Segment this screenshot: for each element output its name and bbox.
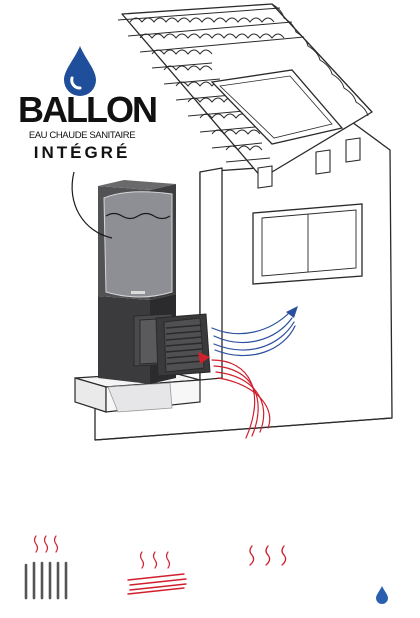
water-drop-icon [64, 46, 96, 96]
window [252, 203, 363, 285]
brand-tagline: INTÉGRÉ [33, 143, 131, 162]
solar-panel [210, 69, 344, 145]
water-level [105, 212, 171, 220]
wall-base [94, 417, 393, 441]
solar-panel-inner [219, 75, 333, 139]
warm-air-icon [249, 545, 287, 566]
cold-air-arrow [286, 306, 298, 318]
brand-title: BALLON [18, 89, 158, 130]
warm-air-marker [198, 352, 210, 364]
small-water-drop-icon [376, 586, 388, 604]
roof-edge [271, 3, 369, 117]
radiator-icon [24, 535, 68, 600]
unit-badge [131, 291, 145, 294]
rafters [257, 137, 361, 189]
brand-subtitle: EAU CHAUDE SANITAIRE [28, 130, 136, 141]
callout-line [71, 171, 113, 239]
outdoor-fan-unit [133, 313, 211, 377]
floor-heating-icon [127, 551, 187, 595]
tank-water [103, 191, 173, 298]
warm-air-flow [211, 359, 271, 439]
cold-air-flow [211, 306, 298, 357]
